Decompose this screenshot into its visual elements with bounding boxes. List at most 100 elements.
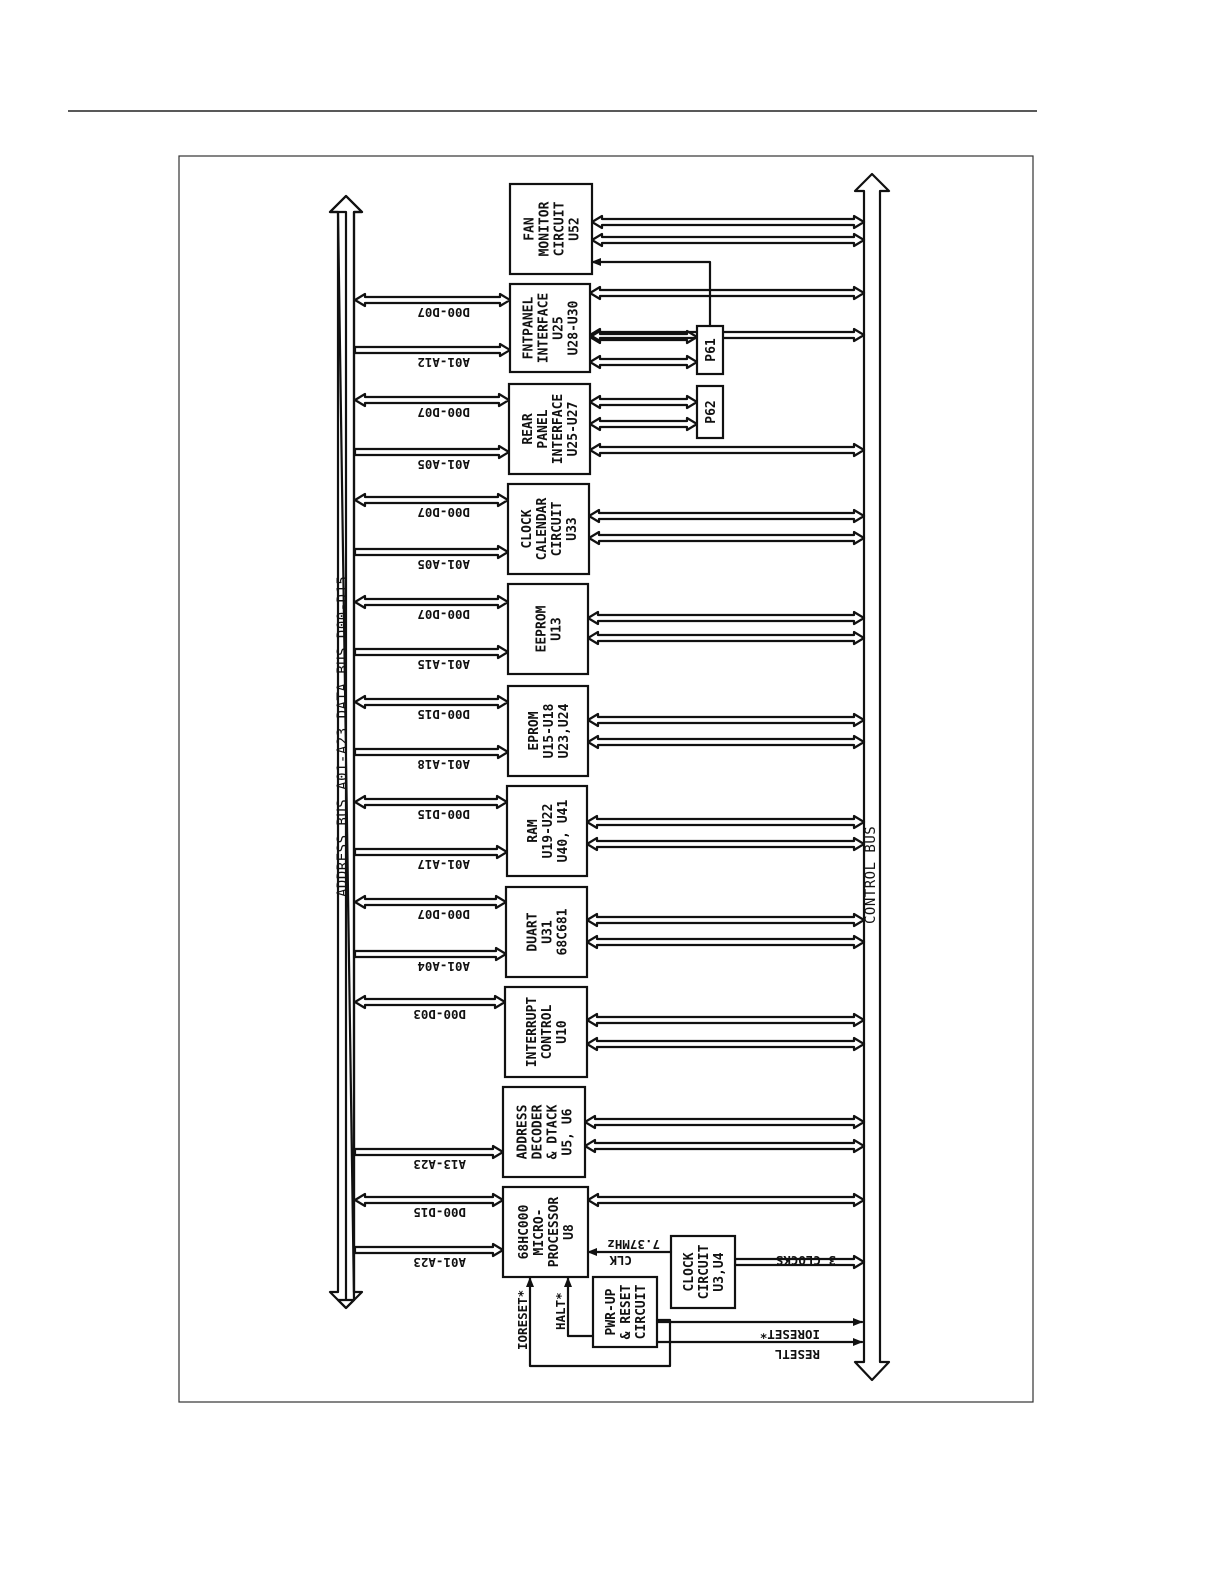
wire-3clocks	[733, 1254, 866, 1270]
conn-eeprom-data-shape	[353, 594, 510, 610]
conn-duart-addr-shape	[353, 946, 508, 962]
conn-eeprom-data	[353, 594, 510, 610]
conn-cpu-ctrl-0	[586, 1192, 866, 1208]
conn-addrdec-ctrl-0-shape	[583, 1114, 866, 1130]
signal-int_data: D00-D03	[413, 1007, 466, 1022]
conn-ram-ctrl-0	[585, 814, 866, 830]
block-cpu-line-0: 68HC000	[517, 1204, 532, 1259]
conn-eeprom-addr-shape	[353, 644, 510, 660]
conn-fntpanel-data	[353, 292, 512, 308]
conn-cpu-ctrl-0-shape	[586, 1192, 866, 1208]
label-3clocks: 3 CLOCKS	[776, 1253, 836, 1268]
block-addrdec-line-3: U5, U6	[561, 1108, 576, 1155]
signal-fnt_data: D00-D07	[417, 305, 470, 320]
conn-eprom-data-shape	[353, 694, 510, 710]
conn-ram-data-shape	[353, 794, 509, 810]
conn-intctl-ctrl-0	[585, 1012, 866, 1028]
block-addrdec-line-0: ADDRESS	[516, 1104, 531, 1159]
conn-duart-data-shape	[353, 894, 508, 910]
conn-eprom-addr-shape	[353, 744, 510, 760]
block-pwrup-line-2: CIRCUIT	[634, 1284, 649, 1339]
label-halt: HALT*	[553, 1292, 568, 1330]
conn-clockcal-ctrl-1	[587, 530, 866, 546]
block-cpu-line-3: U8	[562, 1224, 577, 1240]
block-clockcal-line-2: CIRCUIT	[550, 501, 565, 556]
conn-clockcal-data-shape	[353, 492, 510, 508]
block-rearpanel-line-3: U25-U27	[566, 402, 581, 457]
conn-addrdec-addr	[353, 1144, 505, 1160]
signal-cpu_addr: A01-A23	[413, 1255, 466, 1270]
block-eeprom-box	[506, 582, 590, 676]
conn-eeprom-addr	[353, 644, 510, 660]
block-intctl-line-0: INTERRUPT	[525, 997, 540, 1068]
conn-fntpanel-ctrl-0	[588, 285, 866, 301]
block-clock-line-0: CLOCK	[682, 1252, 697, 1291]
conn-fan-ctrl-0	[590, 214, 866, 230]
conn-clockcal-ctrl-0-shape	[587, 508, 866, 524]
conn-eprom-addr	[353, 744, 510, 760]
conn-cpu-data	[353, 1192, 505, 1208]
wire-ioreset-loop	[526, 1276, 672, 1368]
block-p62-box	[695, 384, 725, 440]
block-cpu-line-1: MICRO-	[532, 1209, 547, 1256]
signal-ram_addr: A01-A17	[417, 857, 470, 872]
conn-duart-data	[353, 894, 508, 910]
label-ioreset-right: IORESET*	[760, 1327, 820, 1342]
block-ram-line-2: U40, U41	[556, 800, 571, 863]
block-addrdec-line-2: & DTACK	[546, 1104, 561, 1159]
conn-duart-ctrl-1-shape	[585, 934, 866, 950]
signal-eeprom_data: D00-D07	[417, 607, 470, 622]
conn-eprom-ctrl-1-shape	[586, 734, 866, 750]
conn-clockcal-ctrl-1-shape	[587, 530, 866, 546]
signal-ram_data: D00-D15	[417, 807, 470, 822]
wire-3clocks-shape	[733, 1254, 866, 1270]
conn-clockcal-addr-shape	[353, 544, 510, 560]
block-intctl-line-2: U10	[555, 1020, 570, 1044]
wire-p61-fan	[590, 258, 712, 328]
signal-fnt_addr: A01-A12	[417, 355, 470, 370]
conn-fntpanel-ctrl-0-shape	[588, 285, 866, 301]
signal-clk_addr: A01-A05	[417, 557, 470, 572]
block-eprom-line-1: U15-U18	[542, 703, 557, 758]
conn-rearpanel-p62-a-shape	[588, 394, 699, 410]
conn-duart-addr	[353, 946, 508, 962]
conn-addrdec-ctrl-1	[583, 1138, 866, 1154]
conn-eprom-ctrl-1	[586, 734, 866, 750]
signal-dec_addr: A13-A23	[413, 1157, 466, 1172]
address-data-bus-outline	[328, 194, 364, 1310]
conn-rearpanel-p62-b-shape	[588, 416, 699, 432]
conn-addrdec-ctrl-0	[583, 1114, 866, 1130]
conn-rearpanel-ctrl-0-shape	[588, 442, 866, 458]
conn-duart-ctrl-0	[585, 912, 866, 928]
conn-intctl-data-shape	[353, 994, 507, 1010]
label-clk: CLK	[609, 1253, 632, 1268]
conn-fan-ctrl-1-shape	[590, 232, 866, 248]
conn-ram-ctrl-1	[585, 836, 866, 852]
conn-intctl-ctrl-1	[585, 1036, 866, 1052]
block-clock-line-1: CIRCUIT	[697, 1244, 712, 1299]
conn-cpu-addr	[353, 1242, 505, 1258]
block-fan-line-1: MONITOR	[538, 201, 553, 256]
conn-rearpanel-data	[353, 392, 511, 408]
block-cpu-box	[501, 1185, 590, 1279]
block-duart-line-2: 68C681	[556, 908, 571, 955]
block-addrdec-box	[501, 1085, 587, 1179]
conn-fan-ctrl-1	[590, 232, 866, 248]
block-ram-line-1: U19-U22	[541, 804, 556, 859]
conn-ram-data	[353, 794, 509, 810]
conn-eeprom-ctrl-0	[586, 610, 866, 626]
conn-ram-ctrl-0-shape	[585, 814, 866, 830]
wire-halt	[564, 1276, 595, 1338]
label-resetl: RESETL	[774, 1347, 820, 1362]
bus-connectors	[353, 214, 866, 1270]
signal-eprom_data: D00-D15	[417, 707, 470, 722]
